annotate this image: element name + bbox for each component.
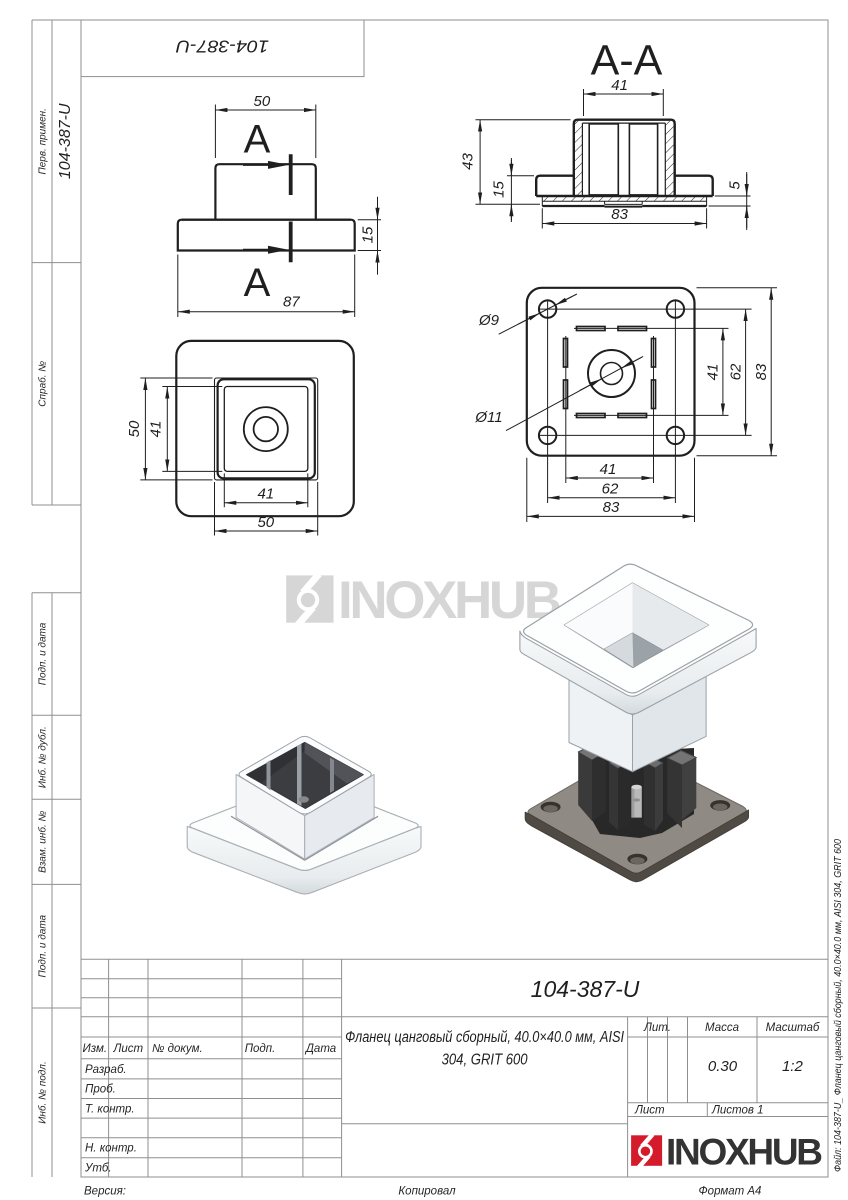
svg-text:41: 41 (705, 364, 722, 381)
svg-text:Перв. примен.: Перв. примен. (38, 108, 49, 174)
svg-text:15: 15 (360, 226, 377, 243)
svg-text:41: 41 (257, 485, 274, 502)
svg-text:83: 83 (753, 363, 770, 380)
svg-text:Масса: Масса (705, 1022, 739, 1034)
svg-text:104-387-U: 104-387-U (176, 37, 269, 57)
svg-text:50: 50 (257, 514, 274, 531)
svg-text:41: 41 (611, 77, 628, 94)
svg-text:15: 15 (491, 181, 508, 198)
svg-text:Инб. № подл.: Инб. № подл. (37, 1061, 49, 1123)
svg-text:Версия:: Версия: (84, 1186, 126, 1198)
svg-text:Утб.: Утб. (84, 1163, 112, 1175)
svg-text:Инб. № дубл.: Инб. № дубл. (37, 726, 49, 788)
svg-text:Лит.: Лит. (643, 1022, 671, 1034)
svg-text:Т. контр.: Т. контр. (85, 1103, 135, 1115)
svg-text:Подп. и дата: Подп. и дата (38, 914, 49, 977)
svg-text:Взам. инб. №: Взам. инб. № (37, 811, 49, 873)
svg-text:41: 41 (600, 461, 617, 478)
svg-text:Ø11: Ø11 (474, 409, 502, 426)
svg-text:43: 43 (460, 153, 477, 170)
svg-text:A: A (244, 261, 271, 305)
svg-text:62: 62 (602, 480, 619, 497)
svg-text:Спраб. №: Спраб. № (37, 361, 49, 407)
svg-text:Формат А4: Формат А4 (699, 1186, 762, 1198)
svg-text:Дата: Дата (304, 1043, 336, 1055)
svg-text:Ø9: Ø9 (478, 312, 500, 329)
svg-text:Разраб.: Разраб. (85, 1064, 127, 1076)
svg-text:Проб.: Проб. (85, 1084, 116, 1096)
svg-text:104-387-U: 104-387-U (531, 976, 640, 1002)
svg-text:Лист: Лист (112, 1043, 143, 1055)
svg-text:41: 41 (148, 421, 165, 438)
svg-text:A-A: A-A (591, 37, 663, 85)
svg-text:Фланец цанговый сборный, 40.0×: Фланец цанговый сборный, 40.0×40.0 мм, A… (345, 1029, 625, 1046)
svg-text:5: 5 (727, 181, 744, 190)
svg-text:№ докум.: № докум. (152, 1043, 203, 1055)
svg-text:50: 50 (126, 420, 143, 437)
svg-text:87: 87 (283, 294, 300, 311)
svg-text:INOXHUB: INOXHUB (666, 1131, 823, 1172)
svg-text:Подп. и дата: Подп. и дата (38, 622, 49, 685)
svg-text:62: 62 (728, 363, 745, 380)
svg-text:Масштаб: Масштаб (766, 1022, 820, 1034)
svg-text:Файл: 104-387-U_ Фланец цангов: Файл: 104-387-U_ Фланец цанговый сборный… (832, 839, 844, 1172)
svg-text:INOXHUB: INOXHUB (338, 571, 562, 630)
svg-text:104-387-U: 104-387-U (57, 103, 74, 179)
svg-text:Копировал: Копировал (398, 1186, 456, 1198)
svg-text:304, GRIT 600: 304, GRIT 600 (442, 1052, 528, 1069)
svg-text:1:2: 1:2 (782, 1058, 804, 1075)
svg-text:83: 83 (603, 499, 620, 516)
svg-text:Подп.: Подп. (245, 1043, 276, 1055)
svg-text:50: 50 (254, 93, 271, 110)
svg-text:83: 83 (611, 206, 628, 223)
svg-text:0.30: 0.30 (708, 1058, 738, 1075)
svg-text:Листов 1: Листов 1 (711, 1105, 763, 1117)
svg-text:A: A (244, 118, 271, 162)
svg-text:Изм.: Изм. (83, 1043, 108, 1055)
svg-text:Лист: Лист (634, 1105, 665, 1117)
svg-text:Н. контр.: Н. контр. (85, 1143, 137, 1155)
